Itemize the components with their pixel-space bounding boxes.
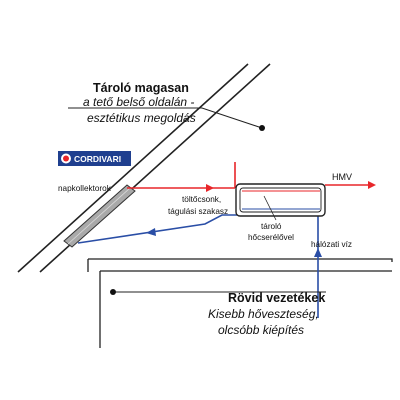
pipes	[77, 162, 376, 318]
callout-lines	[68, 107, 326, 295]
brand-name: CORDIVARI	[74, 154, 121, 164]
top-callout-line1: a tető belső oldalán -	[83, 95, 194, 109]
mains-label: hálózati víz	[311, 240, 352, 249]
cold-pipe-return	[77, 214, 242, 244]
bottom-callout-line2: olcsóbb kiépítés	[218, 323, 304, 337]
storage-label-line1: tároló	[261, 222, 282, 231]
filler-label-line2: tágulási szakasz	[168, 207, 228, 216]
hot-arrowhead	[206, 184, 214, 192]
cordivari-logo: CORDIVARI	[58, 151, 131, 166]
top-callout-title: Tároló magasan	[93, 81, 189, 95]
hmv-label: HMV	[332, 172, 352, 182]
solar-collector	[63, 184, 136, 248]
bottom-callout-title: Rövid vezetékek	[228, 291, 325, 305]
storage-label-line2: hőcserélővel	[248, 233, 294, 242]
building-outline	[87, 258, 393, 348]
top-callout-line2: esztétikus megoldás	[87, 111, 196, 125]
mains-arrowhead	[314, 248, 322, 257]
cold-arrowhead	[146, 228, 156, 236]
filler-label-line1: töltőcsonk,	[182, 195, 221, 204]
collectors-label: napkollektorok	[58, 184, 112, 193]
bottom-callout-line1: Kisebb hőveszteség,	[208, 307, 319, 321]
storage-tank	[235, 183, 326, 217]
hmv-arrowhead	[368, 181, 376, 189]
